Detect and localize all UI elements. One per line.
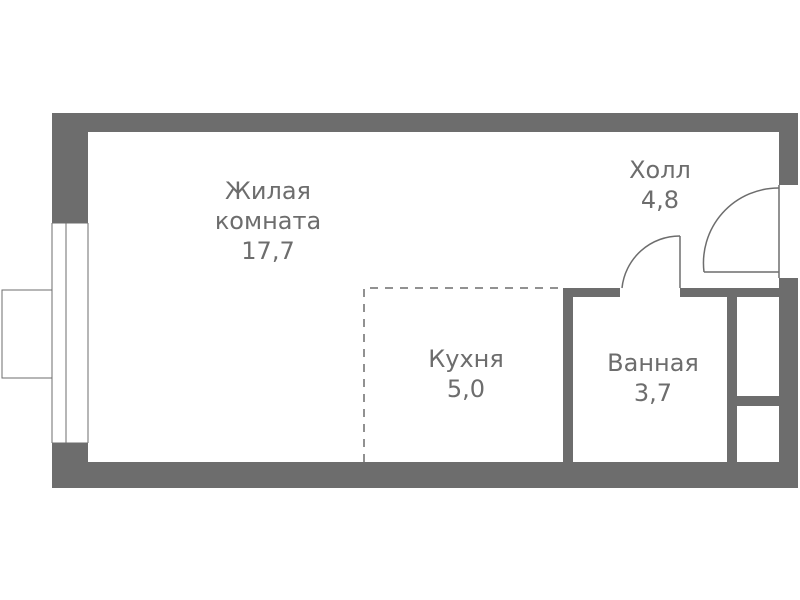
shaft-divider [737, 396, 779, 406]
wall-right-upper [779, 113, 798, 185]
bathroom-name: Ванная [607, 349, 699, 377]
window [51, 222, 89, 444]
bathroom-label: Ванная 3,7 [598, 348, 708, 408]
interior-walls [563, 288, 779, 464]
wall-bath-left [563, 288, 573, 464]
wall-bath-right [727, 288, 737, 464]
wall-top [52, 113, 798, 132]
wall-left-lower [52, 443, 88, 488]
window-sill [1, 289, 53, 379]
living-room-label: Жилая комната 17,7 [200, 176, 336, 266]
wall-bath-top-left [563, 288, 620, 297]
kitchen-area: 5,0 [446, 375, 486, 403]
bathroom-door [621, 235, 681, 289]
living-room-area: 17,7 [241, 237, 295, 265]
outer-walls [52, 113, 798, 488]
living-room-name-line2: комната [214, 207, 322, 235]
hall-name: Холл [629, 156, 691, 184]
wall-left-upper [52, 113, 88, 223]
wall-right-lower [779, 278, 798, 488]
kitchen-label: Кухня 5,0 [416, 344, 516, 404]
living-room-name-line1: Жилая [225, 177, 311, 205]
wall-bottom [52, 462, 798, 488]
kitchen-name: Кухня [428, 345, 504, 373]
bathroom-area: 3,7 [633, 379, 673, 407]
kitchen-zone-boundary [363, 287, 563, 462]
entrance-door [702, 185, 780, 278]
hall-area: 4,8 [640, 186, 680, 214]
hall-label: Холл 4,8 [615, 155, 705, 215]
